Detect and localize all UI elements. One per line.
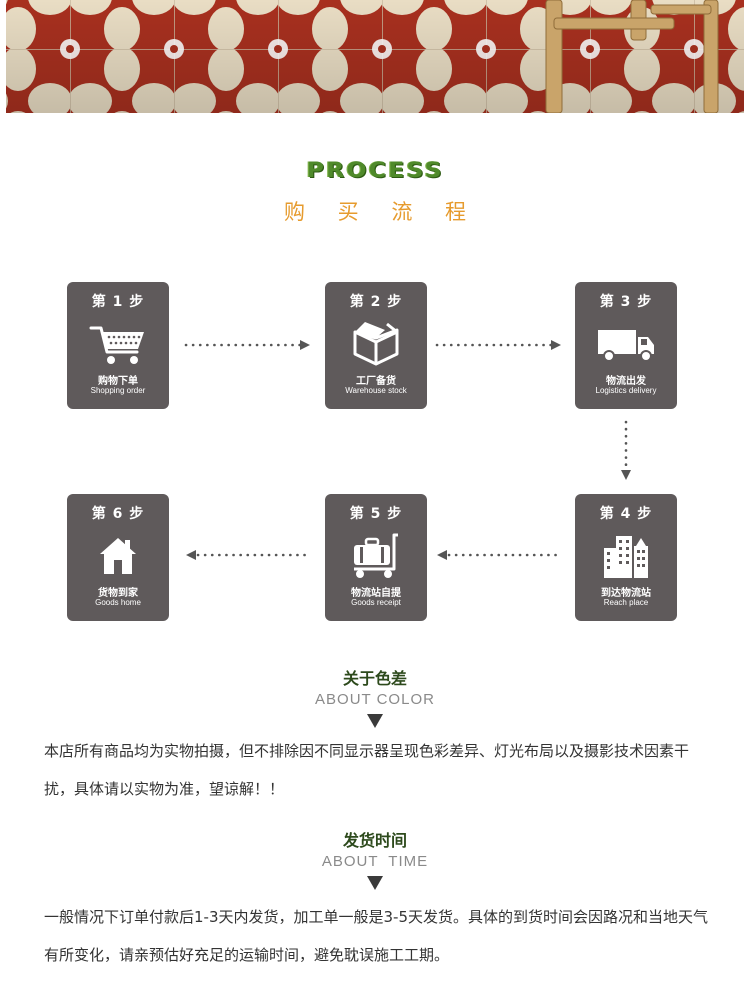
- triangle-down-icon: [367, 876, 383, 890]
- process-heading: PROCESS 购 买 流 程: [0, 158, 750, 226]
- truck-icon: [575, 320, 677, 368]
- step-label-en: Logistics delivery: [595, 386, 657, 395]
- arrow-left-icon: [437, 550, 563, 560]
- step-card-1: 第 1 步 购物下单 Shopping order: [67, 282, 169, 409]
- step-label-en: Goods receipt: [351, 598, 401, 607]
- house-icon: [67, 532, 169, 580]
- about-time-title-en: ABOUT TIME: [321, 853, 429, 870]
- step-number: 第 1 步: [91, 294, 145, 310]
- step-label-en: Shopping order: [90, 386, 146, 395]
- step-label-cn: 物流站自提: [351, 588, 401, 599]
- step-card-5: 第 5 步 物流站自提 Goods receipt: [325, 494, 427, 621]
- step-number: 第 3 步: [599, 294, 653, 310]
- step-label-cn: 货物到家: [98, 588, 138, 599]
- arrow-right-icon: [184, 340, 310, 350]
- arrow-right-icon: [435, 340, 561, 350]
- step-label-en: Warehouse stock: [345, 386, 407, 395]
- process-title-en: PROCESS: [306, 158, 444, 182]
- about-color-title-en: ABOUT COLOR: [315, 691, 435, 708]
- step-card-3: 第 3 步 物流出发 Logistics delivery: [575, 282, 677, 409]
- hero-tile-photo: [6, 0, 744, 113]
- step-label-en: Reach place: [603, 598, 649, 607]
- step-label-cn: 到达物流站: [601, 588, 651, 599]
- step-number: 第 6 步: [91, 506, 145, 522]
- about-color-heading: 关于色差 ABOUT COLOR: [0, 665, 750, 728]
- step-label-en: Goods home: [95, 598, 141, 607]
- about-time-heading: 发货时间 ABOUT TIME: [0, 827, 750, 890]
- about-time-text: 一般情况下订单付款后1-3天内发货，加工单一般是3-5天发货。具体的到货时间会因…: [44, 908, 709, 964]
- step-number: 第 5 步: [349, 506, 403, 522]
- step-card-2: 第 2 步 工厂备货 Warehouse stock: [325, 282, 427, 409]
- step-number: 第 2 步: [349, 294, 403, 310]
- process-title-cn: 购 买 流 程: [283, 200, 480, 224]
- step-label-cn: 工厂备货: [356, 376, 396, 387]
- about-time-title-cn: 发货时间: [342, 831, 407, 850]
- step-number: 第 4 步: [599, 506, 653, 522]
- step-card-4: 第 4 步 到达物流站 Reach place: [575, 494, 677, 621]
- luggage-cart-icon: [325, 532, 427, 580]
- about-color-text: 本店所有商品均为实物拍摄，但不排除因不同显示器呈现色彩差异、灯光布局以及摄影技术…: [44, 742, 690, 798]
- shopping-cart-icon: [67, 320, 169, 368]
- buildings-icon: [575, 532, 677, 580]
- step-label-cn: 物流出发: [606, 376, 646, 387]
- arrow-left-icon: [186, 550, 312, 560]
- triangle-down-icon: [367, 714, 383, 728]
- arrow-down-icon: [621, 420, 631, 480]
- step-card-6: 第 6 步 货物到家 Goods home: [67, 494, 169, 621]
- box-icon: [325, 320, 427, 368]
- about-color-title-cn: 关于色差: [342, 669, 407, 688]
- step-label-cn: 购物下单: [98, 376, 138, 387]
